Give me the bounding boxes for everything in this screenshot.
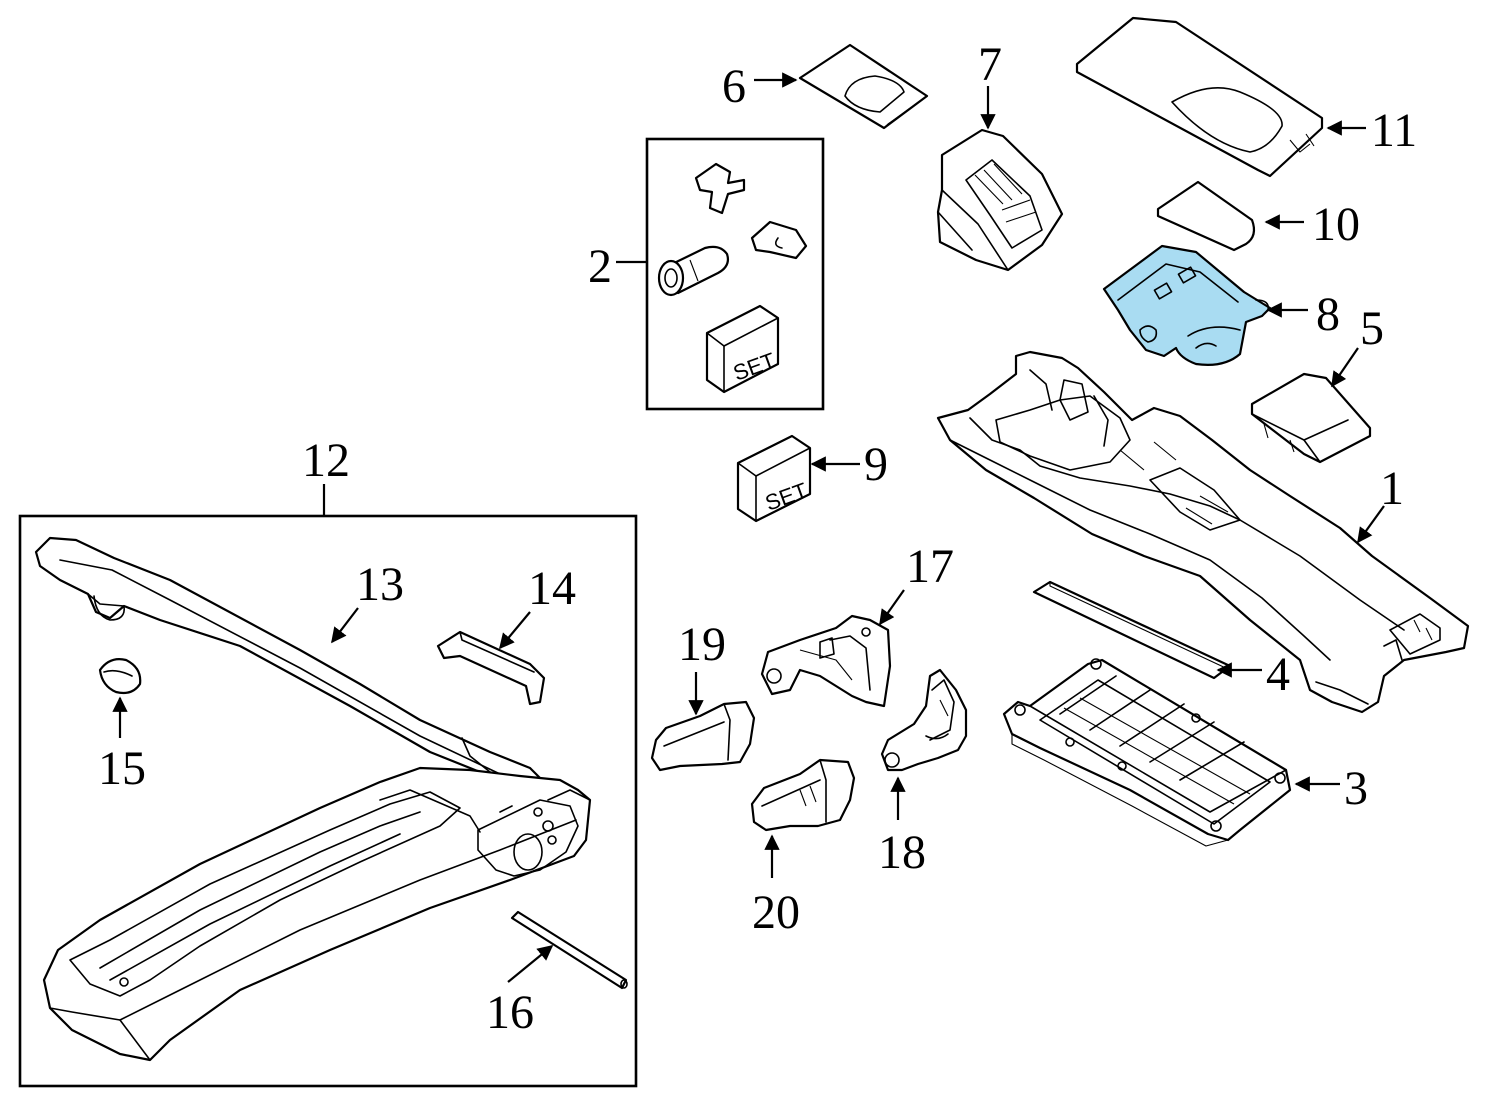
callout-16: 16 bbox=[486, 986, 534, 1039]
part-8-cup-holder bbox=[1102, 244, 1272, 366]
part-3-bracket bbox=[1002, 658, 1292, 847]
part-5-cover bbox=[1250, 372, 1372, 464]
callout-5: 5 bbox=[1360, 302, 1384, 355]
part-20-handle bbox=[750, 758, 856, 832]
part-10-lid bbox=[1156, 180, 1256, 252]
kit-set-box: SET bbox=[705, 304, 780, 394]
part-1-console bbox=[936, 350, 1470, 714]
part-19-handle bbox=[650, 700, 756, 772]
armrest-box-12 bbox=[18, 514, 638, 1088]
part-9-set: SET bbox=[736, 434, 812, 523]
callout-4: 4 bbox=[1266, 648, 1290, 701]
part-11-trim-plate bbox=[1075, 16, 1324, 178]
callout-10: 10 bbox=[1312, 198, 1360, 251]
callout-8: 8 bbox=[1316, 288, 1340, 341]
part-15-plug bbox=[98, 658, 142, 695]
callout-14: 14 bbox=[528, 562, 576, 615]
callout-9: 9 bbox=[864, 438, 888, 491]
leader-lines bbox=[112, 72, 1385, 983]
part-16-pin bbox=[510, 910, 628, 990]
kit-cap bbox=[750, 220, 808, 260]
callout-6: 6 bbox=[722, 60, 746, 113]
kit-clip bbox=[694, 162, 746, 215]
callout-17: 17 bbox=[906, 540, 954, 593]
callout-1: 1 bbox=[1380, 462, 1404, 515]
kit-lighter-socket bbox=[657, 245, 730, 297]
part-4-strip bbox=[1032, 580, 1232, 680]
callout-numbers: 1 2 3 4 5 6 7 8 9 10 11 12 13 14 15 16 1… bbox=[98, 38, 1417, 1039]
callout-7: 7 bbox=[978, 38, 1002, 91]
callout-13: 13 bbox=[356, 558, 404, 611]
part-14-cover bbox=[436, 630, 546, 706]
kit-box-2 bbox=[645, 137, 825, 411]
part-18-latch bbox=[880, 668, 968, 772]
callout-3: 3 bbox=[1344, 762, 1368, 815]
callout-11: 11 bbox=[1371, 104, 1417, 157]
part-7-vent bbox=[936, 128, 1064, 272]
callout-12: 12 bbox=[302, 434, 350, 487]
callout-15: 15 bbox=[98, 742, 146, 795]
callout-18: 18 bbox=[878, 826, 926, 879]
callout-2: 2 bbox=[588, 240, 612, 293]
callout-19: 19 bbox=[678, 618, 726, 671]
part-12-armrest-base bbox=[42, 766, 592, 1062]
part-17-hinge bbox=[760, 614, 892, 708]
callout-20: 20 bbox=[752, 886, 800, 939]
part-6-label bbox=[798, 43, 929, 130]
